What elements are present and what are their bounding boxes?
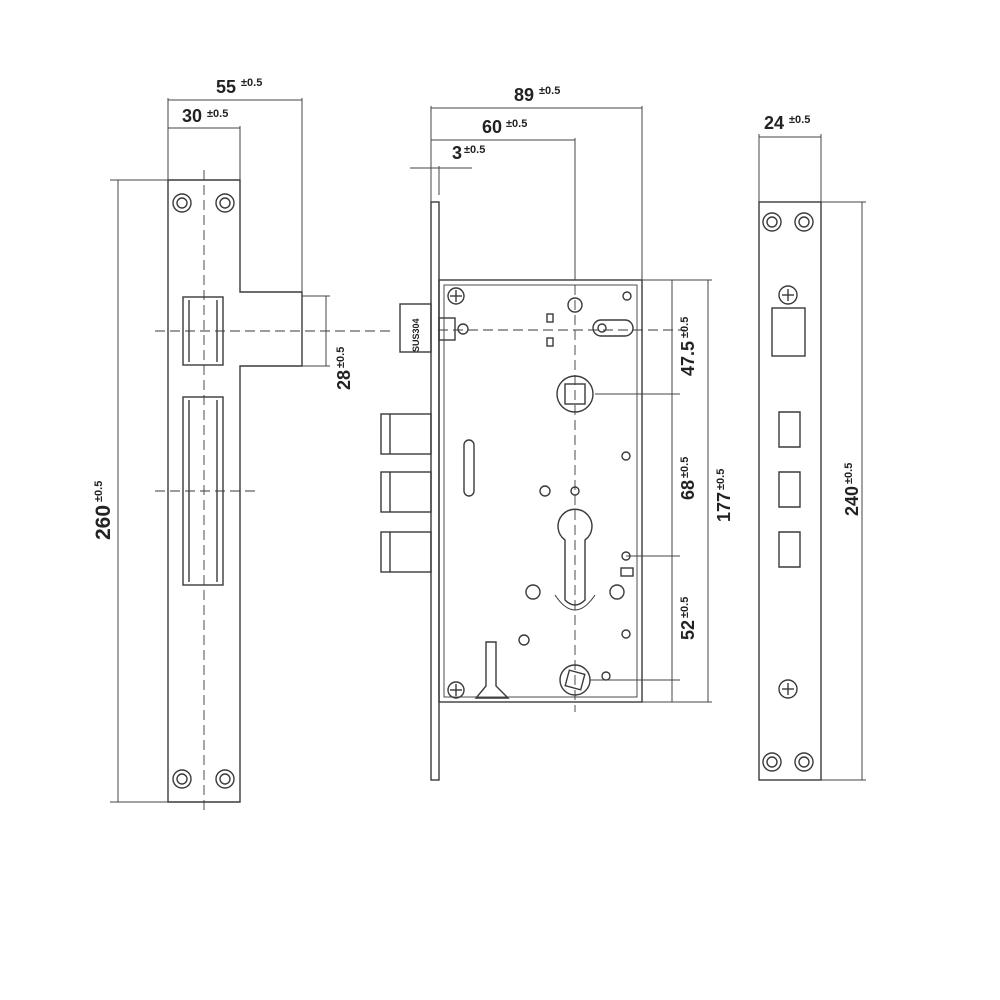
screw-hole-icon xyxy=(762,212,782,232)
faceplate-height-label: 240 xyxy=(842,486,862,516)
screw-hole-icon xyxy=(215,769,235,789)
lock-depth-label: 89 xyxy=(514,85,534,105)
screw-icon xyxy=(778,679,798,699)
bolt-opening xyxy=(778,531,801,568)
dead-bolt xyxy=(380,471,432,513)
cylinder-hole xyxy=(557,508,593,606)
top-to-handle-tolerance: ±0.5 xyxy=(679,317,691,338)
lock-backset-tolerance: ±0.5 xyxy=(506,118,527,130)
screw-hole-icon xyxy=(172,193,192,213)
handle-to-cylinder-tolerance: ±0.5 xyxy=(679,457,691,478)
case-height-label: 177 xyxy=(714,492,734,522)
dead-bolt xyxy=(380,531,432,573)
faceplate-side-outline xyxy=(758,201,822,781)
faceplate-width-tolerance: ±0.5 xyxy=(789,114,810,126)
screw-icon xyxy=(778,285,798,305)
bolt-opening xyxy=(778,471,801,508)
screw-icon xyxy=(447,681,465,699)
strike-height-label: 260 xyxy=(92,505,115,540)
bolt-opening xyxy=(778,411,801,448)
case-height-tolerance: ±0.5 xyxy=(715,469,727,490)
strike-tongue-label: 30 xyxy=(182,106,202,126)
lock-body xyxy=(380,201,685,781)
strike-lip-tolerance: ±0.5 xyxy=(335,347,347,368)
strike-lip-label: 28 xyxy=(334,370,354,390)
material-marking: SUS304 xyxy=(411,318,421,352)
top-to-handle-label: 47.5 xyxy=(678,341,698,376)
faceplate-width-label: 24 xyxy=(764,113,784,133)
faceplate-thickness-label: 3 xyxy=(452,143,462,163)
screw-hole-icon xyxy=(172,769,192,789)
dead-bolt xyxy=(380,413,432,455)
strike-plate xyxy=(155,170,390,812)
lock-faceplate xyxy=(430,201,440,781)
lock-dimensions xyxy=(410,106,712,703)
faceplate-height-tolerance: ±0.5 xyxy=(843,463,855,484)
strike-height-tolerance: ±0.5 xyxy=(93,481,105,502)
handle-to-cylinder-label: 68 xyxy=(678,480,698,500)
lock-case xyxy=(438,279,643,703)
screw-hole-icon xyxy=(762,752,782,772)
strike-tongue-tolerance: ±0.5 xyxy=(207,108,228,120)
screw-hole-icon xyxy=(215,193,235,213)
faceplate-side xyxy=(758,201,822,781)
latch-opening xyxy=(771,307,806,357)
lock-backset-label: 60 xyxy=(482,117,502,137)
cylinder-to-bottom-label: 52 xyxy=(678,620,698,640)
strike-width-tolerance: ±0.5 xyxy=(241,77,262,89)
lock-depth-tolerance: ±0.5 xyxy=(539,85,560,97)
latch-bolt xyxy=(399,303,432,353)
faceplate-thickness-tolerance: ±0.5 xyxy=(464,144,485,156)
strike-width-label: 55 xyxy=(216,77,236,97)
faceplate-side-dimensions xyxy=(758,134,866,781)
strike-dimensions xyxy=(110,98,330,803)
cylinder-to-bottom-tolerance: ±0.5 xyxy=(679,597,691,618)
screw-hole-icon xyxy=(794,212,814,232)
screw-icon xyxy=(447,287,465,305)
screw-hole-icon xyxy=(794,752,814,772)
